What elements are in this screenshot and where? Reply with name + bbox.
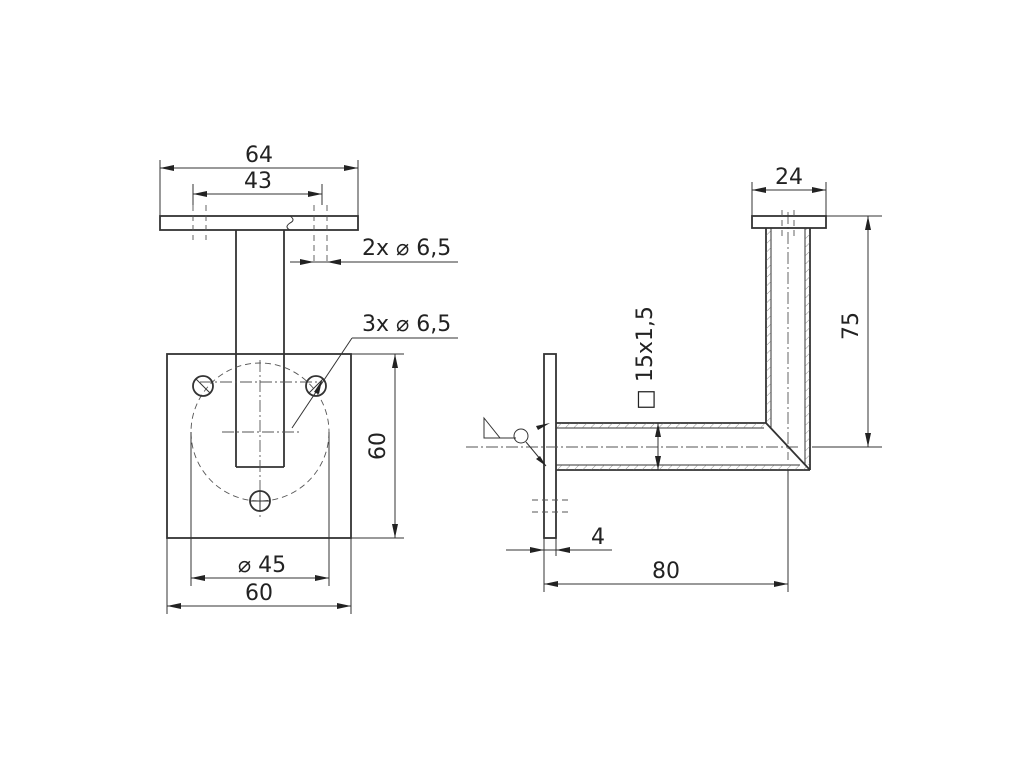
- tube-top-wall-hatch: [556, 423, 766, 428]
- weld-symbol: [483, 416, 550, 467]
- dim-hole-spacing-label: 43: [244, 169, 272, 194]
- dimension-base-width: 60: [166, 538, 352, 614]
- plate-break-mark: [286, 215, 294, 231]
- top-plate: [159, 215, 359, 231]
- base-hole-right: [305, 375, 327, 397]
- dim-bolt-circle-label: ⌀ 45: [238, 553, 286, 578]
- dim-plate-width-label: 64: [245, 143, 273, 168]
- dim-base-width-label: 60: [245, 581, 273, 606]
- base-hole-left: [192, 375, 214, 397]
- callout-top-holes: 2x ⌀ 6,5: [290, 236, 458, 265]
- dim-projection-label: 80: [652, 559, 680, 584]
- dimension-top-width: 24: [751, 165, 827, 216]
- tube-profile-label: □ 15x1,5: [633, 306, 658, 410]
- callout-base-holes: 3x ⌀ 6,5: [291, 312, 458, 429]
- dimension-plate-width: 64: [159, 143, 359, 216]
- dim-top-width-label: 24: [775, 165, 803, 190]
- base-holes-label: 3x ⌀ 6,5: [362, 312, 451, 337]
- dimension-plate-thickness: 4: [506, 525, 612, 592]
- dimension-projection: 80: [544, 470, 789, 592]
- dimension-base-height: 60: [351, 353, 404, 539]
- front-view: 64 43 2x ⌀ 6,5 3x ⌀ 6,5: [159, 143, 458, 614]
- saddle-plate: [751, 215, 827, 229]
- base-hole-bottom: [249, 490, 271, 512]
- side-view: 24 75 □ 15x1,5 4: [466, 165, 882, 592]
- wall-plate: [543, 353, 557, 539]
- dim-height-label: 75: [839, 312, 864, 340]
- dimension-hole-spacing: 43: [192, 169, 323, 205]
- vertical-tube-left-wall-hatch: [766, 228, 771, 423]
- miter-joint-inner: [770, 427, 806, 466]
- dim-plate-thickness-label: 4: [591, 525, 605, 550]
- dimension-tube-profile: □ 15x1,5: [633, 306, 661, 470]
- tube-bottom-wall-hatch: [556, 465, 806, 470]
- base-plate: [166, 353, 352, 539]
- dimension-bolt-circle: ⌀ 45: [190, 432, 330, 586]
- top-holes-label: 2x ⌀ 6,5: [362, 236, 451, 261]
- dim-base-height-label: 60: [366, 432, 391, 460]
- dimension-height: 75: [812, 215, 882, 448]
- vertical-tube-right-wall-hatch: [805, 228, 810, 465]
